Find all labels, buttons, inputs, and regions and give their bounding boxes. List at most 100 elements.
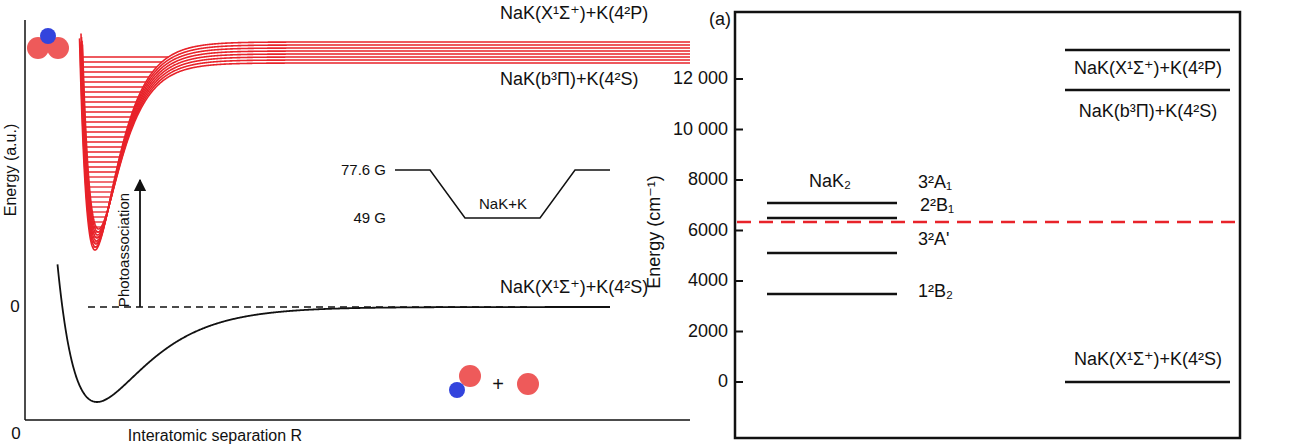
excited-potential-curve (83, 44, 691, 229)
label-text: NaK(X¹Σ⁺)+K(4²P) (500, 4, 648, 24)
vibrational-level (83, 141, 123, 142)
vibrational-level (80, 66, 156, 67)
vibrational-level (89, 231, 102, 232)
vibrational-level (84, 171, 116, 172)
tick-mark (735, 381, 743, 383)
vibrational-level (85, 176, 115, 177)
field-ramp (395, 170, 610, 218)
vibrational-level (88, 221, 105, 222)
label-text: 77.6 G (341, 162, 386, 179)
vibrational-level (84, 166, 117, 167)
label-text: Energy (cm⁻¹) (645, 175, 665, 289)
vibrational-level (83, 151, 120, 152)
vibrational-level (86, 196, 111, 197)
label-text: NaK(X¹Σ⁺)+K(4²S) (1074, 350, 1222, 370)
vibrational-level (88, 216, 107, 217)
label-text: 2000 (688, 322, 728, 342)
label-text: 6000 (688, 221, 728, 241)
vibrational-level (86, 201, 109, 202)
level-line (767, 252, 897, 255)
vibrational-level (82, 116, 131, 117)
level-line (767, 293, 897, 296)
label-text: NaK+K (479, 196, 527, 213)
label-text: Interatomic separation R (128, 427, 302, 445)
label-text: NaK(X¹Σ⁺)+K(4²S) (500, 278, 648, 298)
vibrational-level (81, 91, 141, 92)
vibrational-level (91, 241, 100, 242)
excited-potential-curve (81, 48, 690, 241)
label-text: 0 (10, 298, 19, 317)
vibrational-level (92, 246, 97, 247)
vibrational-level (80, 61, 162, 62)
excited-potentials (80, 33, 691, 250)
na-atom (449, 382, 465, 398)
vibrational-level (81, 96, 138, 97)
level-line (1065, 381, 1230, 384)
vibrational-level (87, 206, 109, 207)
vibrational-level (80, 71, 152, 72)
vibrational-level (85, 181, 114, 182)
excited-potential-curve (81, 45, 691, 244)
label-text: 4000 (688, 271, 728, 291)
label-text: 10 000 (673, 120, 728, 140)
vibrational-level (81, 86, 143, 87)
vibrational-level (82, 106, 135, 107)
label-text: 49 G (353, 210, 386, 227)
label-text: 3²A₁ (918, 173, 952, 193)
label-text: Photoassociation (116, 193, 133, 307)
label-text: + (492, 373, 504, 395)
photoassociation-arrow (139, 180, 141, 307)
tick-mark (735, 331, 743, 333)
excited-potential-curve (80, 41, 690, 247)
k-atom (459, 365, 481, 387)
label-text: Energy (a.u.) (2, 124, 20, 216)
x-axis (25, 419, 690, 421)
axis-ticks (735, 79, 743, 382)
vibrational-level (80, 56, 168, 57)
vibrational-level (83, 131, 127, 132)
vibrational-level (86, 191, 112, 192)
tick-mark (735, 230, 743, 232)
vibrational-level (87, 211, 107, 212)
photon-energy-line (737, 221, 1238, 224)
label-text: 0 (718, 372, 728, 392)
label-text: (a) (709, 10, 731, 30)
vibrational-level (82, 111, 133, 112)
label-text: NaK₂ (809, 172, 851, 192)
vibrational-level (81, 81, 146, 82)
label-text: 8000 (688, 170, 728, 190)
vibrational-level (82, 126, 127, 127)
level-line (1065, 89, 1230, 92)
vibrational-level (89, 226, 104, 227)
vibrational-level (84, 156, 120, 157)
vibrational-level (81, 101, 136, 102)
level-line (767, 202, 897, 205)
excited-potential-curve (82, 41, 690, 232)
vibrational-level (85, 186, 113, 187)
level-line (767, 217, 897, 220)
vibrational-level (84, 161, 118, 162)
label-text: 3²A' (918, 230, 949, 250)
vibrational-level (83, 136, 125, 137)
tick-mark (735, 78, 743, 80)
label-text: NaK(b³Π)+K(4²S) (500, 70, 639, 90)
label-text: 0 (11, 425, 20, 444)
vibrational-level (81, 76, 149, 77)
vibrational-level (83, 146, 122, 147)
vibrational-level (82, 121, 129, 122)
threshold-line (88, 306, 530, 308)
label-text: 2²B₁ (918, 196, 956, 216)
tick-mark (735, 179, 743, 181)
label-text: NaK(X¹Σ⁺)+K(4²P) (1074, 59, 1222, 79)
k-atom (517, 373, 539, 395)
level-line (1065, 49, 1230, 52)
label-text: 12 000 (673, 69, 728, 89)
excited-potential-curve (82, 37, 691, 235)
excited-potential-curve (81, 33, 690, 238)
label-text: 1²B₂ (918, 282, 953, 302)
tick-mark (735, 280, 743, 282)
label-text: NaK(b³Π)+K(4²S) (1079, 102, 1218, 122)
tick-mark (735, 129, 743, 131)
panel-frame (735, 12, 1240, 438)
